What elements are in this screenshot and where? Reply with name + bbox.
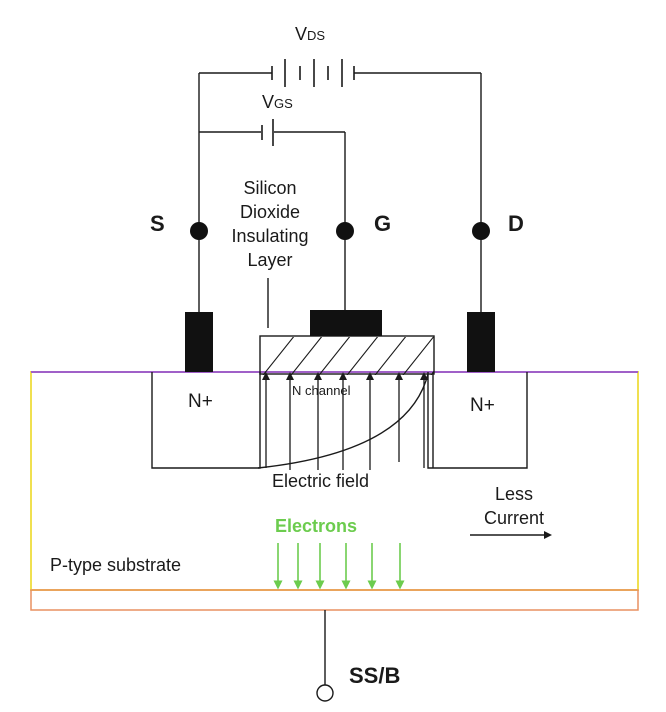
oxide-label-line4: Layer	[247, 250, 292, 270]
drain-contact	[467, 312, 495, 372]
channel-hatching	[262, 337, 434, 375]
bulk-label: SS/B	[349, 663, 400, 688]
n-plus-drain-region	[427, 372, 528, 469]
n-plus-right-label: N+	[470, 395, 495, 416]
substrate-label: P-type substrate	[50, 555, 181, 575]
electric-field-arrows	[262, 372, 428, 470]
electric-field-label: Electric field	[272, 471, 369, 491]
oxide-label-line3: Insulating	[231, 226, 308, 246]
bulk-terminal-circle	[316, 684, 334, 702]
drain-terminal-dot	[472, 222, 490, 240]
n-channel-label: N channel	[292, 383, 351, 398]
vgs-label: VGS	[262, 92, 293, 112]
source-label: S	[150, 211, 165, 236]
vds-label: VDS	[295, 24, 325, 44]
less-current-label-line2: Current	[484, 508, 544, 528]
gate-contact	[310, 310, 382, 336]
gate-terminal-dot	[336, 222, 354, 240]
depletion-curve	[257, 373, 429, 469]
oxide-label-line2: Dioxide	[240, 202, 300, 222]
less-current-label-line1: Less	[495, 484, 533, 504]
vgs-battery-icon	[261, 119, 274, 146]
source-contact	[185, 312, 213, 372]
gate-label: G	[374, 211, 391, 236]
source-terminal-dot	[190, 222, 208, 240]
electrons-label: Electrons	[275, 516, 357, 536]
electron-arrows	[273, 543, 405, 590]
drain-label: D	[508, 211, 524, 236]
n-plus-source-region	[151, 372, 261, 469]
n-plus-left-label: N+	[188, 391, 213, 412]
vds-battery-icon	[271, 59, 355, 87]
substrate-bottom-layer	[30, 589, 639, 611]
oxide-label-line1: Silicon	[243, 178, 296, 198]
